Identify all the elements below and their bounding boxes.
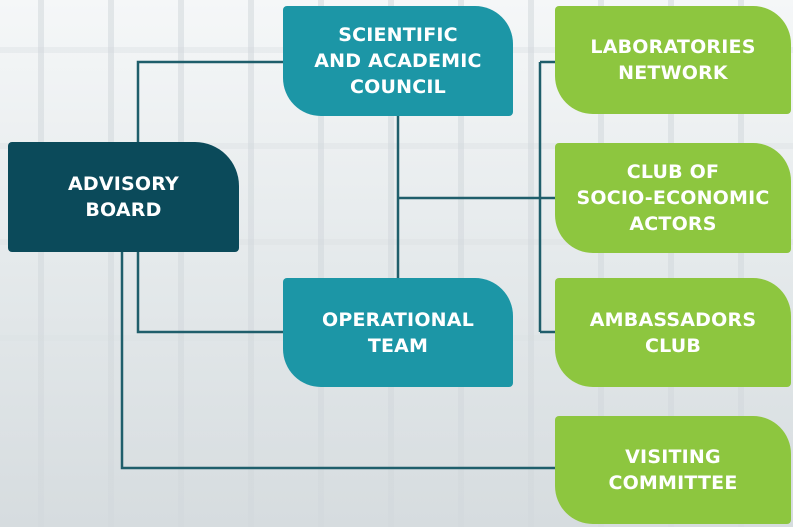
visiting-committee-label: VISITING COMMITTEE bbox=[608, 446, 738, 494]
club-socio-economic-actors-label: CLUB OF SOCIO-ECONOMIC ACTORS bbox=[576, 161, 770, 235]
advisory-board-node: ADVISORY BOARD bbox=[8, 142, 239, 252]
laboratories-network-node: LABORATORIES NETWORK bbox=[555, 6, 791, 114]
club-socio-economic-actors-node: CLUB OF SOCIO-ECONOMIC ACTORS bbox=[555, 143, 791, 253]
scientific-academic-council-node: SCIENTIFIC AND ACADEMIC COUNCIL bbox=[283, 6, 513, 116]
scientific-academic-council-label: SCIENTIFIC AND ACADEMIC COUNCIL bbox=[314, 24, 482, 98]
connector-advisory-visiting bbox=[120, 252, 555, 470]
ambassadors-club-node: AMBASSADORS CLUB bbox=[555, 278, 791, 387]
ambassadors-club-label: AMBASSADORS CLUB bbox=[589, 308, 757, 357]
operational-team-label: OPERATIONAL TEAM bbox=[321, 308, 474, 357]
laboratories-network-label: LABORATORIES NETWORK bbox=[590, 36, 756, 84]
connector-advisory-operational bbox=[136, 252, 283, 334]
operational-team-node: OPERATIONAL TEAM bbox=[283, 278, 513, 387]
visiting-committee-node: VISITING COMMITTEE bbox=[555, 416, 791, 524]
connector-advisory-scientific bbox=[136, 60, 283, 142]
advisory-board-label: ADVISORY BOARD bbox=[67, 173, 180, 221]
